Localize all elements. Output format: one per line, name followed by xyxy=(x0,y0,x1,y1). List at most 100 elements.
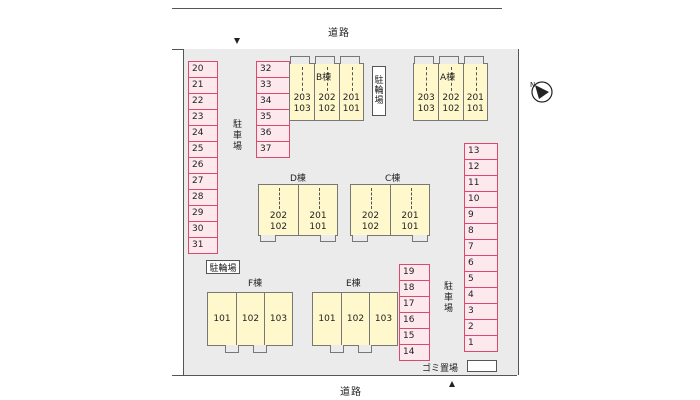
building-a-roof-mid xyxy=(439,56,459,64)
unit-number: 101 xyxy=(213,314,231,324)
building-b-roof-left xyxy=(290,56,310,64)
garbage-area-box xyxy=(467,360,497,372)
unit-upper-number: 201 xyxy=(309,211,327,221)
parking-spot-26: 26 xyxy=(188,157,218,174)
garbage-area-label: ゴミ置場 xyxy=(422,364,459,374)
unit-upper-number: 202 xyxy=(318,93,336,104)
compass-letter: N xyxy=(530,81,535,89)
parking-spot-27: 27 xyxy=(188,173,218,190)
building-d-porch-left xyxy=(260,235,276,242)
parking-spot-19: 19 xyxy=(399,264,430,281)
parking-label-left: 駐車場 xyxy=(232,120,242,152)
entrance-arrow-bottom xyxy=(449,381,455,387)
building-a-roof-left xyxy=(414,56,434,64)
stair-dashed-line xyxy=(370,188,372,209)
stair-dashed-line xyxy=(410,188,412,209)
bicycle-parking-top-label: 駐輪場 xyxy=(374,76,384,106)
unit-number: 102 xyxy=(346,314,365,324)
building-f-unit-103: 103 xyxy=(264,293,292,345)
bicycle-parking-left: 駐輪場 xyxy=(206,260,240,274)
parking-label-right: 駐車場 xyxy=(443,282,453,314)
parking-spot-23: 23 xyxy=(188,109,218,126)
parking-spot-3: 3 xyxy=(464,303,498,320)
unit-upper-number: 202 xyxy=(442,93,460,104)
stair-dashed-line xyxy=(302,67,304,91)
unit-number: 103 xyxy=(269,314,288,324)
parking-spot-37: 37 xyxy=(256,141,290,158)
unit-upper-number: 203 xyxy=(293,93,311,104)
unit-lower-number: 102 xyxy=(442,104,460,115)
stair-dashed-line xyxy=(351,67,353,91)
parking-spot-21: 21 xyxy=(188,77,218,94)
parking-spot-2: 2 xyxy=(464,319,498,336)
building-f-name: F棟 xyxy=(248,279,263,289)
unit-lower-number: 102 xyxy=(318,104,336,115)
parking-spot-8: 8 xyxy=(464,223,498,240)
parking-spot-18: 18 xyxy=(399,280,430,297)
unit-lower-number: 101 xyxy=(342,104,360,115)
building-b-name: B棟 xyxy=(316,73,332,83)
unit-lower-number: 101 xyxy=(466,104,484,115)
building-f-porch-1 xyxy=(225,345,239,353)
unit-lower-number: 102 xyxy=(361,222,380,232)
north-compass-icon: N xyxy=(530,81,553,103)
stair-dashed-line xyxy=(451,67,453,91)
parking-spot-29: 29 xyxy=(188,205,218,222)
bicycle-parking-left-label: 駐輪場 xyxy=(209,263,237,274)
unit-lower-number: 101 xyxy=(401,222,419,232)
unit-upper-number: 202 xyxy=(361,211,380,221)
parking-spot-16: 16 xyxy=(399,312,430,329)
parking-spot-4: 4 xyxy=(464,287,498,304)
unit-upper-number: 203 xyxy=(417,93,435,104)
unit-lower-number: 102 xyxy=(269,222,288,232)
unit-upper-number: 201 xyxy=(342,93,360,104)
parking-spot-34: 34 xyxy=(256,93,290,110)
building-e-unit-103: 103 xyxy=(369,293,397,345)
building-f-unit-102: 102 xyxy=(236,293,264,345)
parking-spot-20: 20 xyxy=(188,61,218,78)
unit-lower-number: 103 xyxy=(293,104,311,115)
parking-spot-5: 5 xyxy=(464,271,498,288)
parking-spot-12: 12 xyxy=(464,159,498,176)
building-e-name: E棟 xyxy=(346,279,361,289)
parking-spot-10: 10 xyxy=(464,191,498,208)
building-a-name: A棟 xyxy=(440,73,456,83)
building-f-unit-101: 101 xyxy=(208,293,236,345)
unit-lower-number: 103 xyxy=(417,104,435,115)
building-e-porch-2 xyxy=(358,345,372,353)
parking-spot-15: 15 xyxy=(399,328,430,345)
unit-upper-number: 202 xyxy=(269,211,288,221)
unit-number: 103 xyxy=(374,314,393,324)
parking-spot-22: 22 xyxy=(188,93,218,110)
building-e: 101 102 103 xyxy=(312,292,398,346)
parking-spot-32: 32 xyxy=(256,61,290,78)
stair-dashed-line xyxy=(327,67,329,91)
building-a-roof-right xyxy=(464,56,484,64)
building-c-porch-left xyxy=(352,235,368,242)
parking-spot-17: 17 xyxy=(399,296,430,313)
unit-upper-number: 201 xyxy=(401,211,419,221)
building-d-porch-right xyxy=(320,235,336,242)
bicycle-parking-top: 駐輪場 xyxy=(372,66,386,116)
parking-spot-30: 30 xyxy=(188,221,218,238)
parking-spot-7: 7 xyxy=(464,239,498,256)
building-c-porch-right xyxy=(412,235,428,242)
parking-spot-25: 25 xyxy=(188,141,218,158)
stair-dashed-line xyxy=(475,67,477,91)
building-e-unit-101: 101 xyxy=(313,293,341,345)
parking-spot-11: 11 xyxy=(464,175,498,192)
unit-lower-number: 101 xyxy=(309,222,327,232)
building-f-porch-2 xyxy=(253,345,267,353)
